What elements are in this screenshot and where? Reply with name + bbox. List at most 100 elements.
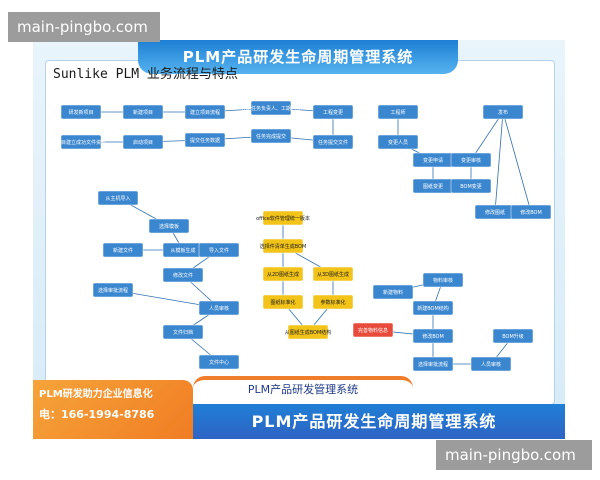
flow-edge <box>493 111 504 213</box>
flow-node: office软件管理统一版本 <box>256 210 310 226</box>
flow-node-label: 选择审批流程 <box>98 287 128 294</box>
flow-node-label: 分配任务负责人、工期内容 <box>241 105 301 112</box>
flow-node: 从2D图纸生成 <box>262 266 304 282</box>
flow-edge <box>470 111 504 161</box>
flow-node: 新建项目 <box>122 104 164 120</box>
flow-node: 任务提交文件 <box>312 134 354 150</box>
flow-node-label: 参数标准化 <box>320 299 345 306</box>
flow-node: 从图纸生成BOM结构 <box>285 324 332 340</box>
contact-phone: 电：166-1994-8786 <box>39 408 155 421</box>
flow-node: 从模板生成 <box>162 242 204 258</box>
flow-node-label: 任务提交文件 <box>318 139 348 146</box>
flow-node-label: 导入文件 <box>209 247 229 254</box>
poster-top-banner: PLM产品研发生命周期管理系统 <box>138 40 458 74</box>
flow-node-label: 提交任务数据 <box>190 137 220 144</box>
flow-node: 修改BOM <box>510 204 552 220</box>
poster-bottom-banner: PLM产品研发生命周期管理系统 <box>183 404 565 439</box>
flow-node: 修改文件 <box>162 267 204 283</box>
flow-node: 从主机导入 <box>97 190 139 206</box>
flow-node-label: 从2D图纸生成 <box>267 271 299 278</box>
flow-node: 变更申请 <box>412 152 454 168</box>
flow-node: 文件中心 <box>198 354 240 370</box>
flow-node-label: 新建BOM结构 <box>417 305 449 312</box>
flow-node-label: 文件归档 <box>173 329 193 336</box>
flow-node: 启动项目 <box>122 134 164 150</box>
flow-node: BOM升级 <box>492 328 534 344</box>
flow-node-label: 修改文件 <box>173 272 193 279</box>
flow-node: 文件归档 <box>162 324 204 340</box>
flow-node-label: 工程变更 <box>323 109 343 116</box>
flow-node: 工程师 <box>377 104 419 120</box>
flow-node-label: office软件管理统一版本 <box>256 215 310 222</box>
flow-node: 修改BOM <box>412 328 454 344</box>
flow-node-label: 物料审核 <box>433 277 453 284</box>
flow-node-label: BOM升级 <box>502 333 524 340</box>
flow-node: 分配任务负责人、工期内容 <box>241 100 301 116</box>
board-title: Sunlike PLM 业务流程与特点 <box>53 67 238 82</box>
flow-node: 选择审批流程 <box>92 282 134 298</box>
flow-node: 提交任务数据 <box>184 132 226 148</box>
flow-node-label: 发布 <box>498 109 508 116</box>
flow-node-label: 工程师 <box>390 109 405 116</box>
flow-node: 选择审批流程 <box>412 356 454 372</box>
flow-node: 修改图纸 <box>474 204 516 220</box>
flow-node: 选择模板 <box>148 218 190 234</box>
flow-node-label: 文件中心 <box>209 359 229 366</box>
flow-node: 参数标准化 <box>312 294 354 310</box>
flow-node-label: 人员审核 <box>209 305 229 312</box>
flow-node-label: 变更审核 <box>461 157 481 164</box>
flow-node-label: 选择审批流程 <box>418 361 448 368</box>
flow-node: 新建物料 <box>372 284 414 300</box>
flow-node-label: 从模板生成 <box>170 247 195 254</box>
slogan-text: PLM研发助力企业信息化 <box>39 389 153 400</box>
flow-node-label: 修改BOM <box>520 209 542 216</box>
flow-node-label: 从图纸生成BOM结构 <box>285 329 332 336</box>
flow-node: 建立项目流程 <box>184 104 226 120</box>
flow-node: 新建文件 <box>102 242 144 258</box>
flow-node: 变更人员 <box>377 134 419 150</box>
flow-node-label: 从3D图纸生成 <box>317 271 349 278</box>
flow-node-label: 新建项目 <box>133 109 153 116</box>
flow-node-label: 启动项目 <box>133 139 153 146</box>
flow-node-label: 新建物料 <box>383 289 403 296</box>
watermark-top: main-pingbo.com <box>8 12 160 42</box>
flow-node: 从3D图纸生成 <box>312 266 354 282</box>
flow-node: 选择件清单生成BOM <box>260 238 307 254</box>
flow-node: 发布 <box>482 104 524 120</box>
flow-node: 导入文件 <box>198 242 240 258</box>
flow-node-label: 变更申请 <box>423 157 443 164</box>
flow-node-label: 项目建立成功文件资料 <box>56 139 106 146</box>
flow-node-label: 完善物料信息 <box>358 327 388 334</box>
flow-node-label: 图纸标准化 <box>270 299 295 306</box>
flow-node: 完善物料信息 <box>352 322 394 338</box>
flow-node: 任务完成提交 <box>250 128 292 144</box>
flow-node-label: 建立项目流程 <box>190 109 220 116</box>
flow-node: 新建BOM结构 <box>412 300 454 316</box>
flow-node-label: 研发新项目 <box>68 109 93 116</box>
flow-node: 变更审核 <box>450 152 492 168</box>
watermark-bottom: main-pingbo.com <box>436 440 592 470</box>
flow-node: 研发新项目 <box>60 104 102 120</box>
flow-node-label: 修改BOM <box>422 333 444 340</box>
flow-node-label: BOM变更 <box>460 183 482 190</box>
flow-node-label: 新建文件 <box>113 247 133 254</box>
flow-node-label: 选择件清单生成BOM <box>260 243 307 250</box>
flow-node: 人员审核 <box>470 356 512 372</box>
flow-node: BOM变更 <box>450 178 492 194</box>
plm-poster: PLM产品研发生命周期管理系统 Sunlike PLM 业务流程与特点 研发新项… <box>33 40 565 439</box>
flow-node-label: 变更人员 <box>388 139 408 146</box>
flow-node: 工程变更 <box>312 104 354 120</box>
flow-edge <box>502 111 532 213</box>
flow-node-label: 图纸变更 <box>423 183 443 190</box>
flow-node: 项目建立成功文件资料 <box>56 134 106 150</box>
flow-node-label: 人员审核 <box>481 361 501 368</box>
flow-node-label: 修改图纸 <box>485 209 505 216</box>
flow-node-label: 任务完成提交 <box>256 133 286 140</box>
flow-node-label: 从主机导入 <box>105 195 130 202</box>
flow-node: 图纸标准化 <box>262 294 304 310</box>
flow-node: 图纸变更 <box>412 178 454 194</box>
contact-panel: PLM研发助力企业信息化 电：166-1994-8786 <box>33 380 193 439</box>
bottom-ribbon: PLM产品研发管理系统 <box>193 376 413 400</box>
